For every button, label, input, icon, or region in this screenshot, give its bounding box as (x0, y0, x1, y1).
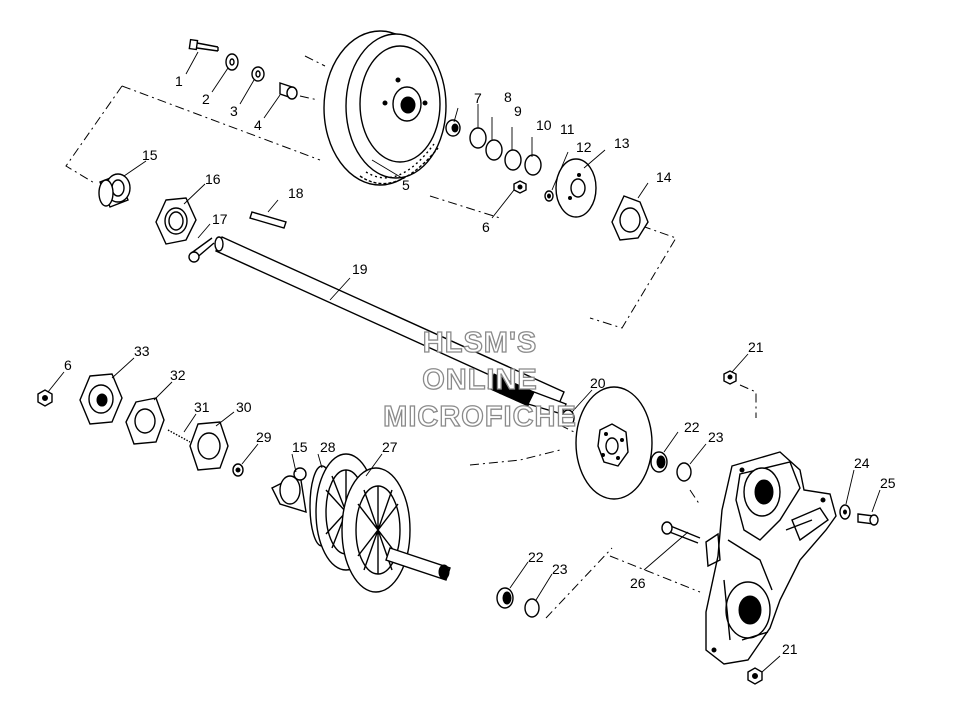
callout-22-lower: 22 (528, 549, 544, 565)
callout-3: 3 (230, 103, 238, 119)
callout-29: 29 (256, 429, 272, 445)
bearing-part-22-lower (496, 587, 514, 609)
nut-part-21-lower (747, 667, 763, 685)
callout-4: 4 (254, 117, 262, 133)
washer-part-12 (544, 190, 554, 202)
callout-22-upper: 22 (684, 419, 700, 435)
callout-21-lower: 21 (782, 641, 798, 657)
callout-8: 8 (504, 89, 512, 105)
callout-5: 5 (402, 177, 410, 193)
callout-2: 2 (202, 91, 210, 107)
callout-17: 17 (212, 211, 228, 227)
callout-15-lower: 15 (292, 439, 308, 455)
o-ring-part-8 (469, 127, 487, 149)
o-ring-part-9 (485, 139, 503, 161)
brake-disc-part-20 (561, 386, 653, 500)
callout-25: 25 (880, 475, 896, 491)
o-ring-part-11 (524, 154, 542, 176)
callout-15-upper: 15 (142, 147, 158, 163)
chaincase-housing (705, 451, 837, 665)
callout-12: 12 (576, 139, 592, 155)
seal-part-23-upper (676, 462, 692, 482)
bolt-part-26 (661, 521, 701, 544)
callout-14: 14 (656, 169, 672, 185)
sprocket-part-5 (323, 30, 447, 186)
flange-part-30 (189, 421, 229, 471)
callout-33: 33 (134, 343, 150, 359)
callout-6-upper: 6 (482, 219, 490, 235)
callout-7: 7 (474, 90, 482, 106)
watermark: HLSM'S ONLINE MICROFICHE (383, 326, 577, 433)
nut-part-29 (232, 463, 244, 477)
spring-part-31 (167, 429, 191, 443)
callout-10: 10 (536, 117, 552, 133)
callout-13: 13 (614, 135, 630, 151)
washer-part-3 (251, 66, 265, 82)
watermark-line-2: ONLINE (422, 364, 538, 396)
bolt-part-1 (188, 38, 219, 52)
key-part-18 (249, 211, 287, 229)
callout-21-upper: 21 (748, 339, 764, 355)
callout-26: 26 (630, 575, 646, 591)
watermark-line-1: HLSM'S (423, 327, 537, 359)
flange-part-16 (155, 197, 197, 245)
callout-32: 32 (170, 367, 186, 383)
callout-6-lower: 6 (64, 357, 72, 373)
callout-24: 24 (854, 455, 870, 471)
callout-18: 18 (288, 185, 304, 201)
callout-23-upper: 23 (708, 429, 724, 445)
clutch-assembly-part-27 (271, 453, 451, 593)
callout-9: 9 (514, 103, 522, 119)
spacer-part-7 (445, 119, 461, 137)
callout-19: 19 (352, 261, 368, 277)
shaft-part-19 (214, 236, 567, 415)
nut-part-6-lower (37, 389, 53, 407)
bearing-part-15-upper (98, 173, 131, 208)
o-ring-part-10 (504, 149, 522, 171)
flange-part-14 (611, 195, 649, 241)
washer-part-24 (839, 504, 851, 520)
plug-part-25 (857, 513, 879, 526)
nut-part-6-upper (513, 180, 527, 194)
callout-31: 31 (194, 399, 210, 415)
callout-30: 30 (236, 399, 252, 415)
seal-part-23-lower (524, 598, 540, 618)
leader-lines (47, 51, 881, 673)
callout-20: 20 (590, 375, 606, 391)
callout-23-lower: 23 (552, 561, 568, 577)
washer-part-2 (225, 53, 239, 71)
callout-27: 27 (382, 439, 398, 455)
callout-labels: 1 2 3 4 5 6 7 8 9 10 11 12 13 14 15 16 1… (64, 73, 896, 657)
gasket-part-32 (125, 397, 165, 445)
plate-part-13 (555, 158, 597, 218)
bearing-part-22-upper (650, 451, 668, 473)
spacer-part-4 (279, 82, 298, 100)
callout-28: 28 (320, 439, 336, 455)
bolt-part-17 (188, 237, 215, 263)
callout-11: 11 (560, 121, 575, 137)
callout-1: 1 (175, 73, 183, 89)
nut-part-21-upper (723, 370, 737, 385)
flange-part-33 (79, 373, 123, 425)
watermark-line-3: MICROFICHE (383, 401, 577, 433)
callout-16: 16 (205, 171, 221, 187)
